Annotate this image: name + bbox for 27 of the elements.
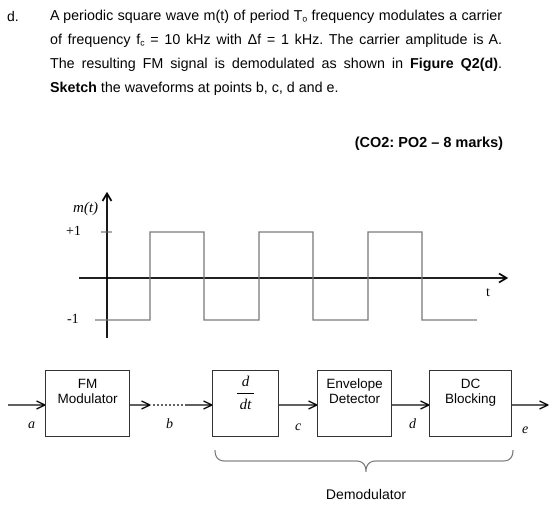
marks-note: (CO2: PO2 – 8 marks) bbox=[354, 135, 503, 151]
signal-point-label: a bbox=[28, 417, 35, 433]
bracket-label: Demodulator bbox=[326, 486, 406, 502]
arrow bbox=[512, 400, 549, 410]
box-label: FM Modulator bbox=[56, 376, 119, 406]
process-box bbox=[45, 370, 130, 437]
question-number: d. bbox=[7, 8, 19, 24]
process-box bbox=[429, 370, 512, 437]
arrow bbox=[130, 400, 212, 410]
signal-point-label: d bbox=[409, 417, 416, 433]
arrow bbox=[8, 400, 46, 410]
question-text: A periodic square wave m(t) of period T$_{o}$ frequency modulates a carrier of frequency f$_{c}$ = 10 kHz with Δf = 1 kHz. The carrier amplitude is A. The resulting FM signal is demodulated as shown in Figure Q2(d). Sketch the waveforms at points b, c, d and e. bbox=[50, 7, 502, 98]
arrow bbox=[279, 400, 318, 410]
signal-point-label: c bbox=[295, 419, 302, 435]
tick-label: +1 bbox=[66, 224, 81, 240]
tick-label: -1 bbox=[67, 312, 79, 328]
box-label: DC Blocking bbox=[444, 376, 498, 406]
signal-point-label: e bbox=[522, 422, 528, 438]
box-label: Envelope Detector bbox=[325, 376, 384, 406]
box-label: dt bbox=[238, 397, 252, 413]
signal-point-label: b bbox=[166, 417, 173, 433]
axis-label: t bbox=[486, 285, 490, 301]
arrow bbox=[392, 400, 430, 410]
axis-label: m(t) bbox=[73, 200, 98, 216]
box-label: d bbox=[240, 374, 250, 390]
process-box bbox=[212, 370, 279, 437]
process-box bbox=[317, 370, 392, 437]
